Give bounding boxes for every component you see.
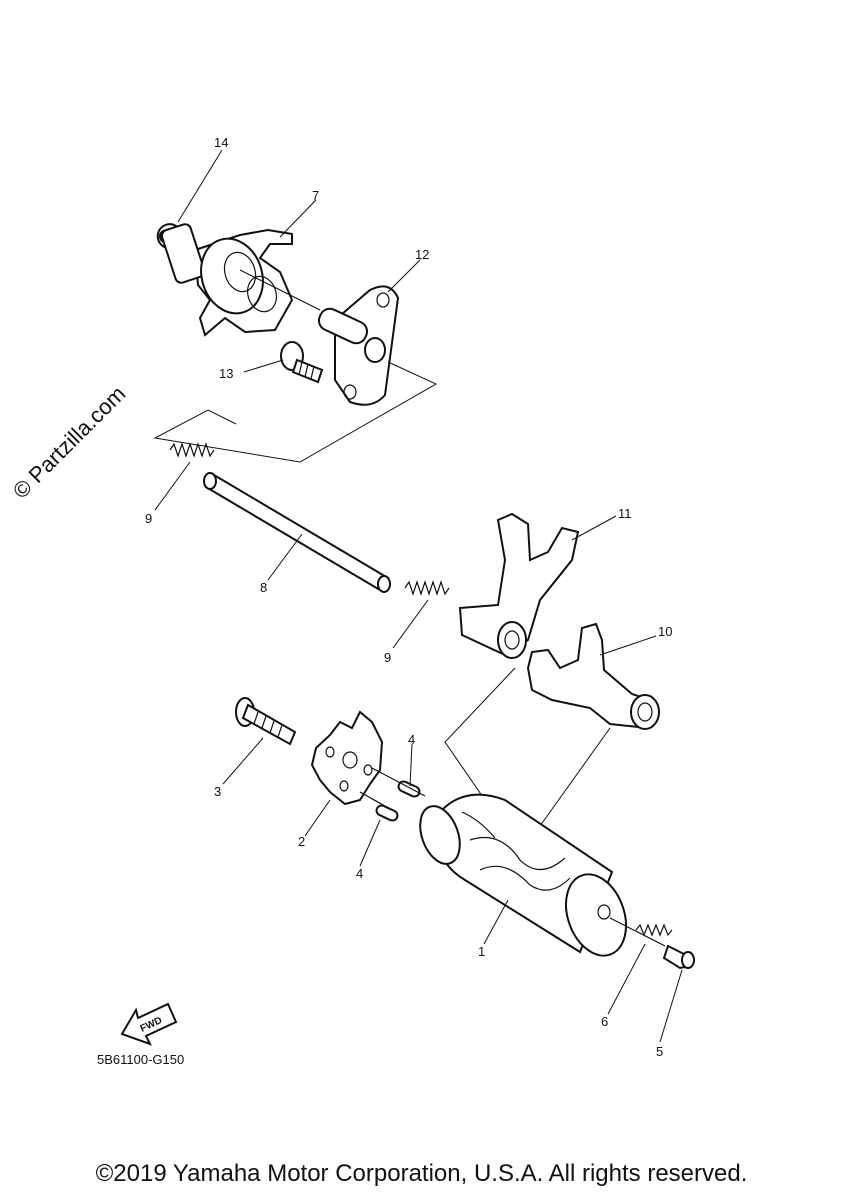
callout-6: 6 bbox=[601, 1014, 608, 1029]
segment-part-2 bbox=[310, 710, 384, 806]
callout-13: 13 bbox=[219, 366, 233, 381]
shaft-part-8 bbox=[203, 472, 391, 593]
callout-4-lower: 4 bbox=[356, 866, 363, 881]
callout-11: 11 bbox=[618, 506, 632, 521]
callout-8: 8 bbox=[260, 580, 267, 595]
bolt-part-13 bbox=[280, 341, 324, 384]
spring-part-6 bbox=[635, 923, 673, 937]
callout-1: 1 bbox=[478, 944, 485, 959]
callout-3: 3 bbox=[214, 784, 221, 799]
callout-9-upper: 9 bbox=[145, 511, 152, 526]
callout-7: 7 bbox=[312, 188, 319, 203]
shift-fork-part-11 bbox=[458, 512, 580, 659]
callout-2: 2 bbox=[298, 834, 305, 849]
callout-12: 12 bbox=[415, 247, 429, 262]
pin-part-5 bbox=[662, 944, 695, 970]
lever-part-12 bbox=[317, 285, 400, 406]
watermark: © Partzilla.com bbox=[8, 381, 131, 504]
callout-10: 10 bbox=[658, 624, 672, 639]
callout-4-upper: 4 bbox=[408, 732, 415, 747]
spring-part-9-lower bbox=[404, 580, 450, 596]
shift-fork-part-10 bbox=[526, 622, 660, 730]
callout-9-lower: 9 bbox=[384, 650, 391, 665]
shift-gear-part-7 bbox=[160, 223, 321, 337]
callout-14: 14 bbox=[214, 135, 228, 150]
copyright-notice: ©2019 Yamaha Motor Corporation, U.S.A. A… bbox=[95, 1160, 748, 1187]
fwd-arrow-icon: FWD bbox=[120, 1002, 178, 1046]
callout-leaders bbox=[154, 149, 683, 1043]
spring-part-9-upper bbox=[169, 442, 215, 458]
callout-5: 5 bbox=[656, 1044, 663, 1059]
screw-part-3 bbox=[235, 697, 297, 746]
diagram-part-code: 5B61100-G150 bbox=[97, 1052, 184, 1067]
shift-drum-part-1 bbox=[419, 793, 666, 957]
